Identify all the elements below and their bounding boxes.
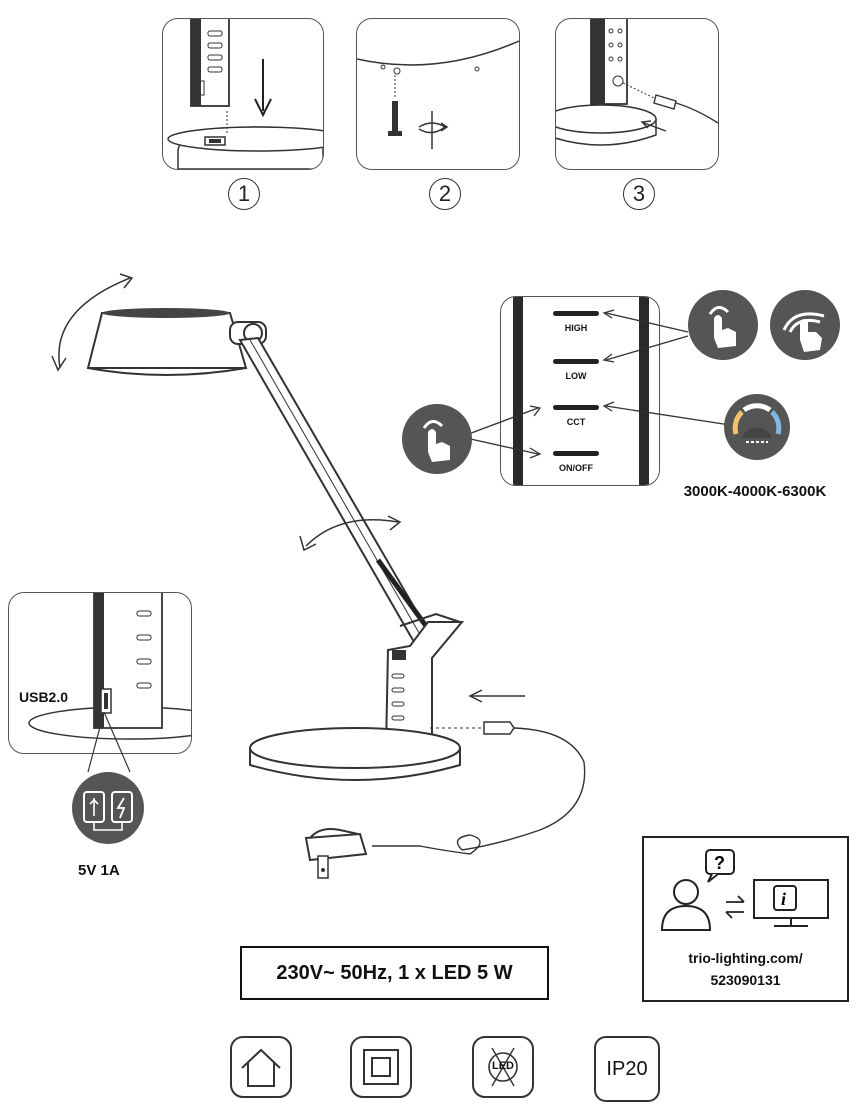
ip-rating-label: IP20 (606, 1057, 648, 1080)
step-1-number: 1 (228, 178, 260, 210)
indoor-use-symbol (230, 1036, 292, 1098)
info-url-line-1: trio-lighting.com/ (688, 950, 803, 966)
usb-pointer-lines (87, 712, 131, 773)
online-info-illustration: ? i (660, 849, 829, 931)
control-panel-detail: HIGH LOW CCT ON/OFF (500, 296, 660, 486)
electrical-spec-box: 230V~ 50Hz, 1 x LED 5 W (240, 946, 549, 1000)
ip-rating-symbol: IP20 (594, 1036, 660, 1102)
touch-icon (402, 404, 472, 474)
protection-class-ii-symbol (350, 1036, 412, 1098)
electrical-spec-text: 230V~ 50Hz, 1 x LED 5 W (276, 961, 513, 984)
cct-range-label: 3000K-4000K-6300K (683, 483, 827, 500)
step-2-number: 2 (429, 178, 461, 210)
touch-slide-icon (770, 290, 840, 360)
usb-detail-panel: USB2.0 (8, 592, 192, 754)
usb-output-label: 5V 1A (78, 862, 120, 879)
usb-port-label: USB2.0 (19, 689, 69, 705)
step-2-illustration (357, 40, 519, 149)
button-label-cct: CCT (566, 417, 586, 427)
non-replaceable-led-symbol: LED (472, 1036, 534, 1098)
svg-text:i: i (781, 889, 786, 909)
button-label-on-off: ON/OFF (559, 463, 593, 473)
step-2-panel (356, 18, 520, 170)
color-temperature-icon (724, 394, 790, 460)
svg-text:?: ? (714, 853, 725, 873)
step-3-panel (555, 18, 719, 170)
button-label-low: LOW (565, 371, 587, 381)
step-3-illustration (556, 19, 718, 146)
step-3-number: 3 (623, 178, 655, 210)
online-info-box: ? i trio-lighting.com/ 523090131 (642, 836, 849, 1002)
touch-icon (688, 290, 758, 360)
desk-lamp-illustration (51, 273, 586, 879)
step-1-panel (162, 18, 324, 170)
led-symbol-label: LED (492, 1060, 514, 1072)
info-url-line-2: 523090131 (710, 972, 781, 988)
button-label-high: HIGH (564, 323, 588, 333)
step-1-illustration (167, 19, 323, 169)
control-panel-strip (513, 297, 649, 485)
panel-pointer-lines (465, 309, 731, 459)
usb-charging-icon (72, 772, 144, 844)
